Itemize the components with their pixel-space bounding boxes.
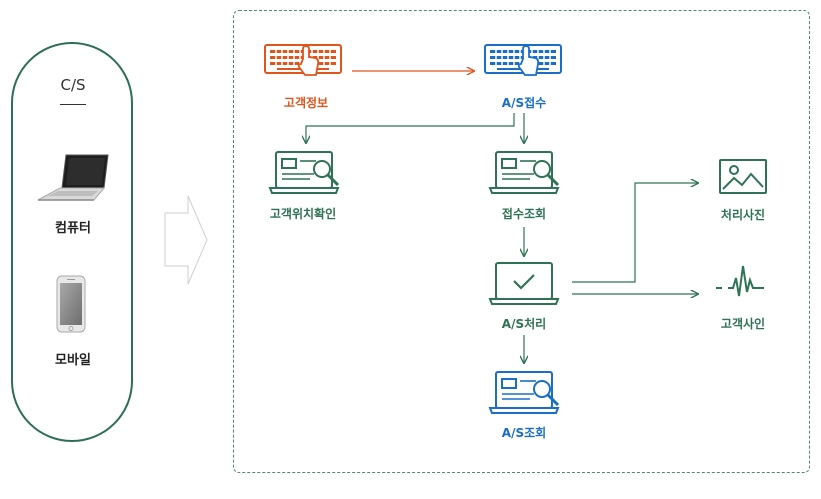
- cs-panel: [11, 42, 133, 442]
- node-label-process-photo: 처리사진: [720, 208, 766, 222]
- node-label-customer-info: 고객정보: [283, 96, 329, 110]
- node-label-as-process: A/S처리: [501, 317, 547, 331]
- laptop-search-icon: [488, 151, 560, 194]
- keyboard-icon: [264, 44, 342, 76]
- node-label-as-lookup: A/S조회: [501, 426, 547, 440]
- cs-title-underline: [60, 104, 86, 105]
- device-label-mobile: 모바일: [55, 353, 91, 368]
- keyboard-icon: [484, 44, 562, 76]
- laptop-icon: [37, 154, 109, 201]
- arrow-receipt-to-location: [306, 113, 515, 143]
- device-label-computer: 컴퓨터: [55, 221, 91, 236]
- arrow-process-to-photo: [572, 183, 698, 283]
- image-icon: [719, 159, 767, 194]
- signature-icon: [716, 265, 764, 297]
- laptop-search-icon: [268, 151, 340, 194]
- node-label-as-receipt: A/S접수: [501, 96, 547, 110]
- smartphone-icon: [56, 275, 86, 333]
- node-label-receipt-lookup: 접수조회: [501, 207, 547, 221]
- laptop-check-icon: [488, 262, 560, 305]
- flow-frame: [233, 10, 810, 473]
- node-label-customer-signature: 고객사인: [720, 317, 766, 331]
- laptop-search-icon: [488, 371, 560, 414]
- node-label-customer-location: 고객위치확인: [269, 207, 337, 221]
- cs-title: C/S: [60, 76, 86, 94]
